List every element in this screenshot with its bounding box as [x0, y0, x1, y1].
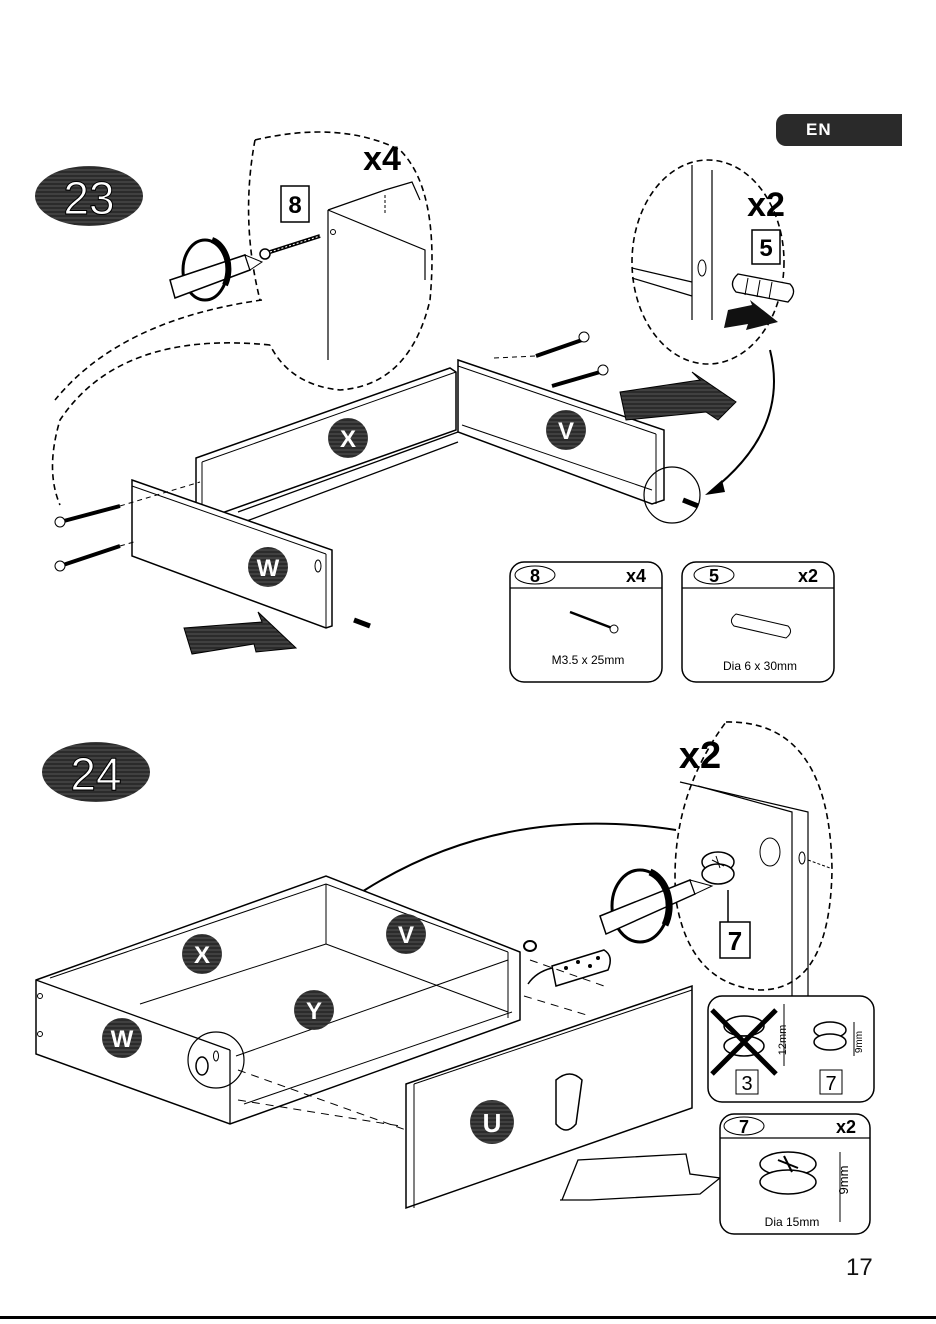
drawer-y-label: Y: [306, 998, 322, 1025]
panel-x-label: X: [340, 426, 356, 453]
hardware-box-8: 8 x4 M3.5 x 25mm: [510, 562, 662, 682]
push-arrow-icon: [724, 300, 778, 330]
detail-panel-dowel: [632, 165, 712, 320]
hardware-5-spec: Dia 6 x 30mm: [723, 659, 797, 673]
push-arrow-right-icon: [620, 372, 736, 420]
step-24-number: 24: [70, 748, 121, 800]
hardware-8-spec: M3.5 x 25mm: [552, 653, 625, 667]
hardware-8-part: 8: [530, 566, 540, 586]
hardware-box-5: 5 x2 Dia 6 x 30mm: [682, 562, 834, 682]
push-arrow-outline-icon: [560, 1154, 720, 1200]
step-23: 23 x4 8: [35, 132, 834, 682]
panel-v-label: V: [558, 418, 574, 445]
hardware-7-spec: Dia 15mm: [765, 1215, 820, 1229]
dowel-part-number: 5: [759, 235, 772, 262]
hardware-7-part: 7: [739, 1117, 749, 1137]
wrong-cam-part: 3: [741, 1073, 752, 1095]
dowel-leader: [710, 350, 774, 492]
screw-icon: [260, 236, 320, 259]
screw-part-number: 8: [288, 192, 301, 219]
cam-comparison-box: 12mm 3 9mm 7: [708, 996, 874, 1102]
step-23-badge: 23: [35, 166, 143, 226]
push-arrow-left-icon: [184, 612, 296, 654]
page-number: 17: [846, 1254, 873, 1282]
front-panel-u-label: U: [483, 1108, 502, 1138]
hardware-box-7: 7 x2 9mm Dia 15mm: [720, 1114, 870, 1234]
cam-part-number: 7: [728, 926, 742, 956]
hardware-5-part: 5: [709, 566, 719, 586]
step-24-badge: 24: [42, 742, 150, 802]
hardware-5-quantity: x2: [798, 566, 818, 586]
screwdriver-icon: [170, 240, 262, 300]
screw-detail-circle: [255, 132, 432, 390]
panel-x: X: [196, 368, 456, 520]
step-24: 24 x2 7: [36, 722, 874, 1234]
drawer-w-label: W: [111, 1026, 134, 1053]
hardware-7-height: 9mm: [836, 1166, 851, 1195]
screwdriver-cam-icon: [600, 870, 712, 942]
right-cam-height: 9mm: [854, 1031, 865, 1053]
cam-lock-icon: [702, 852, 734, 884]
dowel-quantity: x2: [747, 186, 785, 224]
dowel-icon: [732, 274, 793, 302]
hardware-7-quantity: x2: [836, 1117, 856, 1137]
right-cam-part: 7: [825, 1073, 836, 1095]
detail-panel: [328, 182, 425, 360]
panel-w-label: W: [257, 555, 280, 582]
glue-bottle-icon: [528, 950, 610, 986]
hardware-8-quantity: x4: [626, 566, 646, 586]
cam-quantity: x2: [679, 735, 721, 777]
drawer-v-label: V: [398, 922, 414, 949]
step-23-number: 23: [63, 172, 114, 224]
bottom-rule: [0, 1316, 936, 1319]
wrong-cam-height: 12mm: [777, 1025, 789, 1056]
drawer-x-label: X: [194, 942, 210, 969]
screw-quantity: x4: [363, 140, 401, 178]
